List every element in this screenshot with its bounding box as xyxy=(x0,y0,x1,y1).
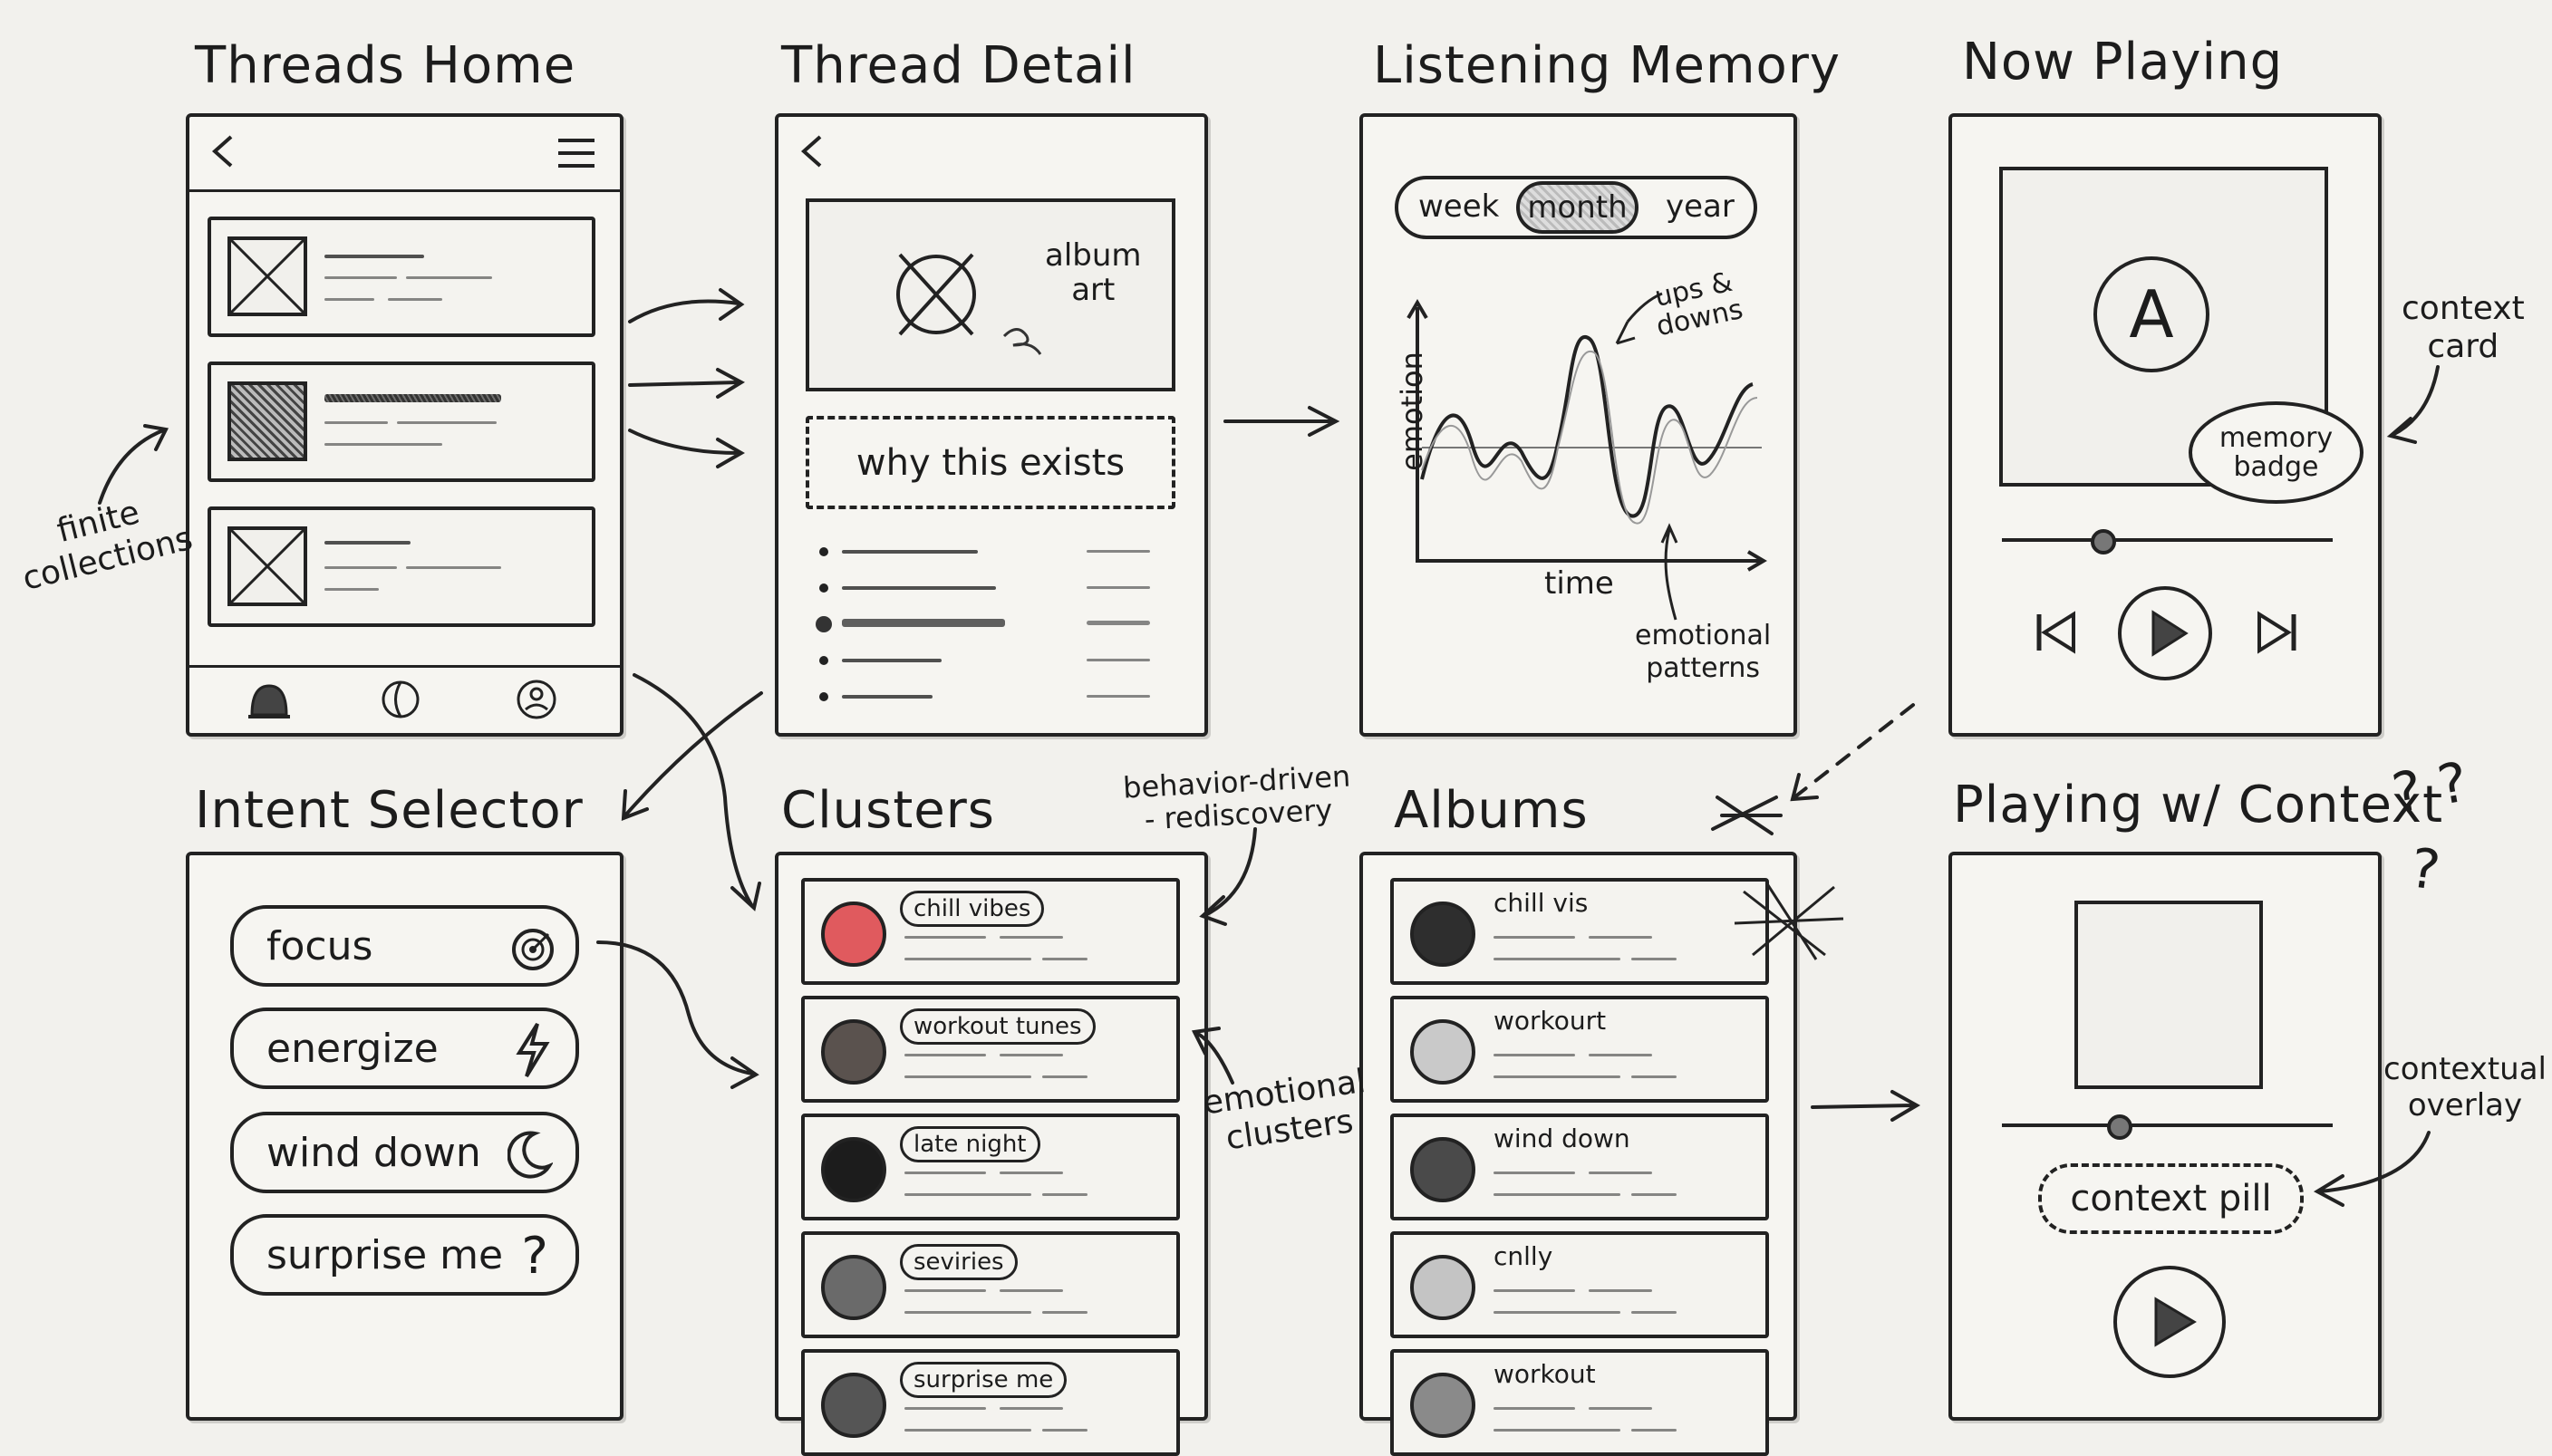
thread-card-selected[interactable] xyxy=(208,362,595,482)
crossed-out-scribble xyxy=(1734,882,1844,960)
album-label: workout xyxy=(1494,1359,1596,1389)
album-art-dot xyxy=(1410,1019,1475,1085)
tabbar-divider xyxy=(189,665,620,668)
cluster-color-dot xyxy=(821,1137,886,1202)
back-arrow-icon[interactable] xyxy=(206,133,242,169)
cluster-tag: chill vibes xyxy=(900,891,1045,927)
intent-selector-screen: focus energize wind down surprise me ? xyxy=(186,852,624,1421)
progress-track[interactable] xyxy=(2002,538,2333,542)
cluster-color-dot xyxy=(821,1019,886,1085)
thread-card[interactable] xyxy=(208,217,595,337)
album-label: cnlly xyxy=(1494,1241,1553,1271)
question-icon: ? xyxy=(521,1227,548,1286)
thumbnail-placeholder xyxy=(227,236,307,316)
intent-label: energize xyxy=(266,1025,439,1072)
album-art-dot xyxy=(1410,902,1475,967)
wireframe-sketch-sheet: Threads Home Thread Detail Listening Mem… xyxy=(19,33,2547,1456)
thumbnail-placeholder xyxy=(227,526,307,606)
cluster-tag: seviries xyxy=(900,1244,1018,1280)
progress-thumb[interactable] xyxy=(2090,529,2116,554)
header-divider xyxy=(189,189,620,192)
moon-icon xyxy=(508,1131,553,1179)
cluster-row[interactable]: late night xyxy=(801,1114,1180,1220)
playing-context-screen: context pill xyxy=(1948,852,2382,1421)
range-week[interactable]: week xyxy=(1418,188,1500,225)
album-label: wind down xyxy=(1494,1123,1630,1153)
intent-surprise-me[interactable]: surprise me ? xyxy=(230,1214,579,1296)
range-month-selected[interactable]: month xyxy=(1516,181,1638,234)
previous-track-icon[interactable] xyxy=(2034,611,2077,654)
title-threads-home: Threads Home xyxy=(195,36,576,95)
album-label: workourt xyxy=(1494,1006,1607,1036)
progress-track[interactable] xyxy=(2002,1123,2333,1127)
menu-icon[interactable] xyxy=(556,137,596,169)
cluster-row[interactable]: chill vibes xyxy=(801,878,1180,985)
album-art-dot xyxy=(1410,1255,1475,1320)
why-this-exists-label: why this exists xyxy=(856,441,1126,484)
title-listening-memory: Listening Memory xyxy=(1373,36,1841,95)
intent-focus[interactable]: focus xyxy=(230,905,579,987)
back-arrow-icon[interactable] xyxy=(795,133,831,169)
thumbnail-placeholder-shaded xyxy=(227,381,307,461)
lightning-icon xyxy=(516,1022,550,1078)
next-track-icon[interactable] xyxy=(2256,611,2299,654)
title-clusters: Clusters xyxy=(781,781,995,840)
threads-home-screen xyxy=(186,113,624,737)
album-row[interactable]: cnlly xyxy=(1390,1231,1769,1338)
title-intent-selector: Intent Selector xyxy=(195,781,584,840)
cluster-row[interactable]: workout tunes xyxy=(801,996,1180,1103)
album-row[interactable]: chill vis xyxy=(1390,878,1769,985)
range-year[interactable]: year xyxy=(1666,188,1735,225)
title-thread-detail: Thread Detail xyxy=(781,36,1136,95)
intent-label: focus xyxy=(266,922,373,969)
intent-energize[interactable]: energize xyxy=(230,1008,579,1089)
album-art-dot xyxy=(1410,1137,1475,1202)
emotion-time-chart xyxy=(1406,292,1767,621)
context-pill[interactable]: context pill xyxy=(2038,1163,2304,1234)
play-button-icon[interactable] xyxy=(2111,1263,2228,1381)
target-icon xyxy=(512,929,554,970)
cluster-color-dot xyxy=(821,1255,886,1320)
album-row[interactable]: workourt xyxy=(1390,996,1769,1103)
cluster-tag: late night xyxy=(900,1126,1040,1162)
why-this-exists-box[interactable]: why this exists xyxy=(806,416,1175,509)
range-toggle: week month year xyxy=(1395,176,1757,239)
cluster-row[interactable]: seviries xyxy=(801,1231,1180,1338)
title-now-playing: Now Playing xyxy=(1962,33,2284,92)
flow-arrows xyxy=(98,288,2440,1207)
thread-card[interactable] xyxy=(208,506,595,627)
title-albums: Albums xyxy=(1394,781,1589,840)
profile-tab-icon[interactable] xyxy=(516,679,557,720)
discover-tab-icon[interactable] xyxy=(380,679,421,720)
intent-wind-down[interactable]: wind down xyxy=(230,1112,579,1193)
cluster-tag: workout tunes xyxy=(900,1008,1096,1045)
play-button-icon[interactable] xyxy=(2115,583,2215,683)
home-tab-icon[interactable] xyxy=(248,679,290,720)
progress-thumb[interactable] xyxy=(2106,1114,2132,1140)
intent-label: surprise me xyxy=(266,1231,504,1278)
title-playing-context: Playing w/ Context xyxy=(1953,776,2444,834)
intent-label: wind down xyxy=(266,1129,481,1176)
album-label: chill vis xyxy=(1494,888,1589,918)
x-axis-label: time xyxy=(1544,565,1614,602)
album-art-placeholder xyxy=(2074,901,2263,1089)
listening-memory-screen: week month year emotion time ups &downs … xyxy=(1359,113,1797,737)
album-letter-circle: A xyxy=(2093,256,2209,372)
cluster-color-dot xyxy=(821,902,886,967)
album-row[interactable]: wind down xyxy=(1390,1114,1769,1220)
